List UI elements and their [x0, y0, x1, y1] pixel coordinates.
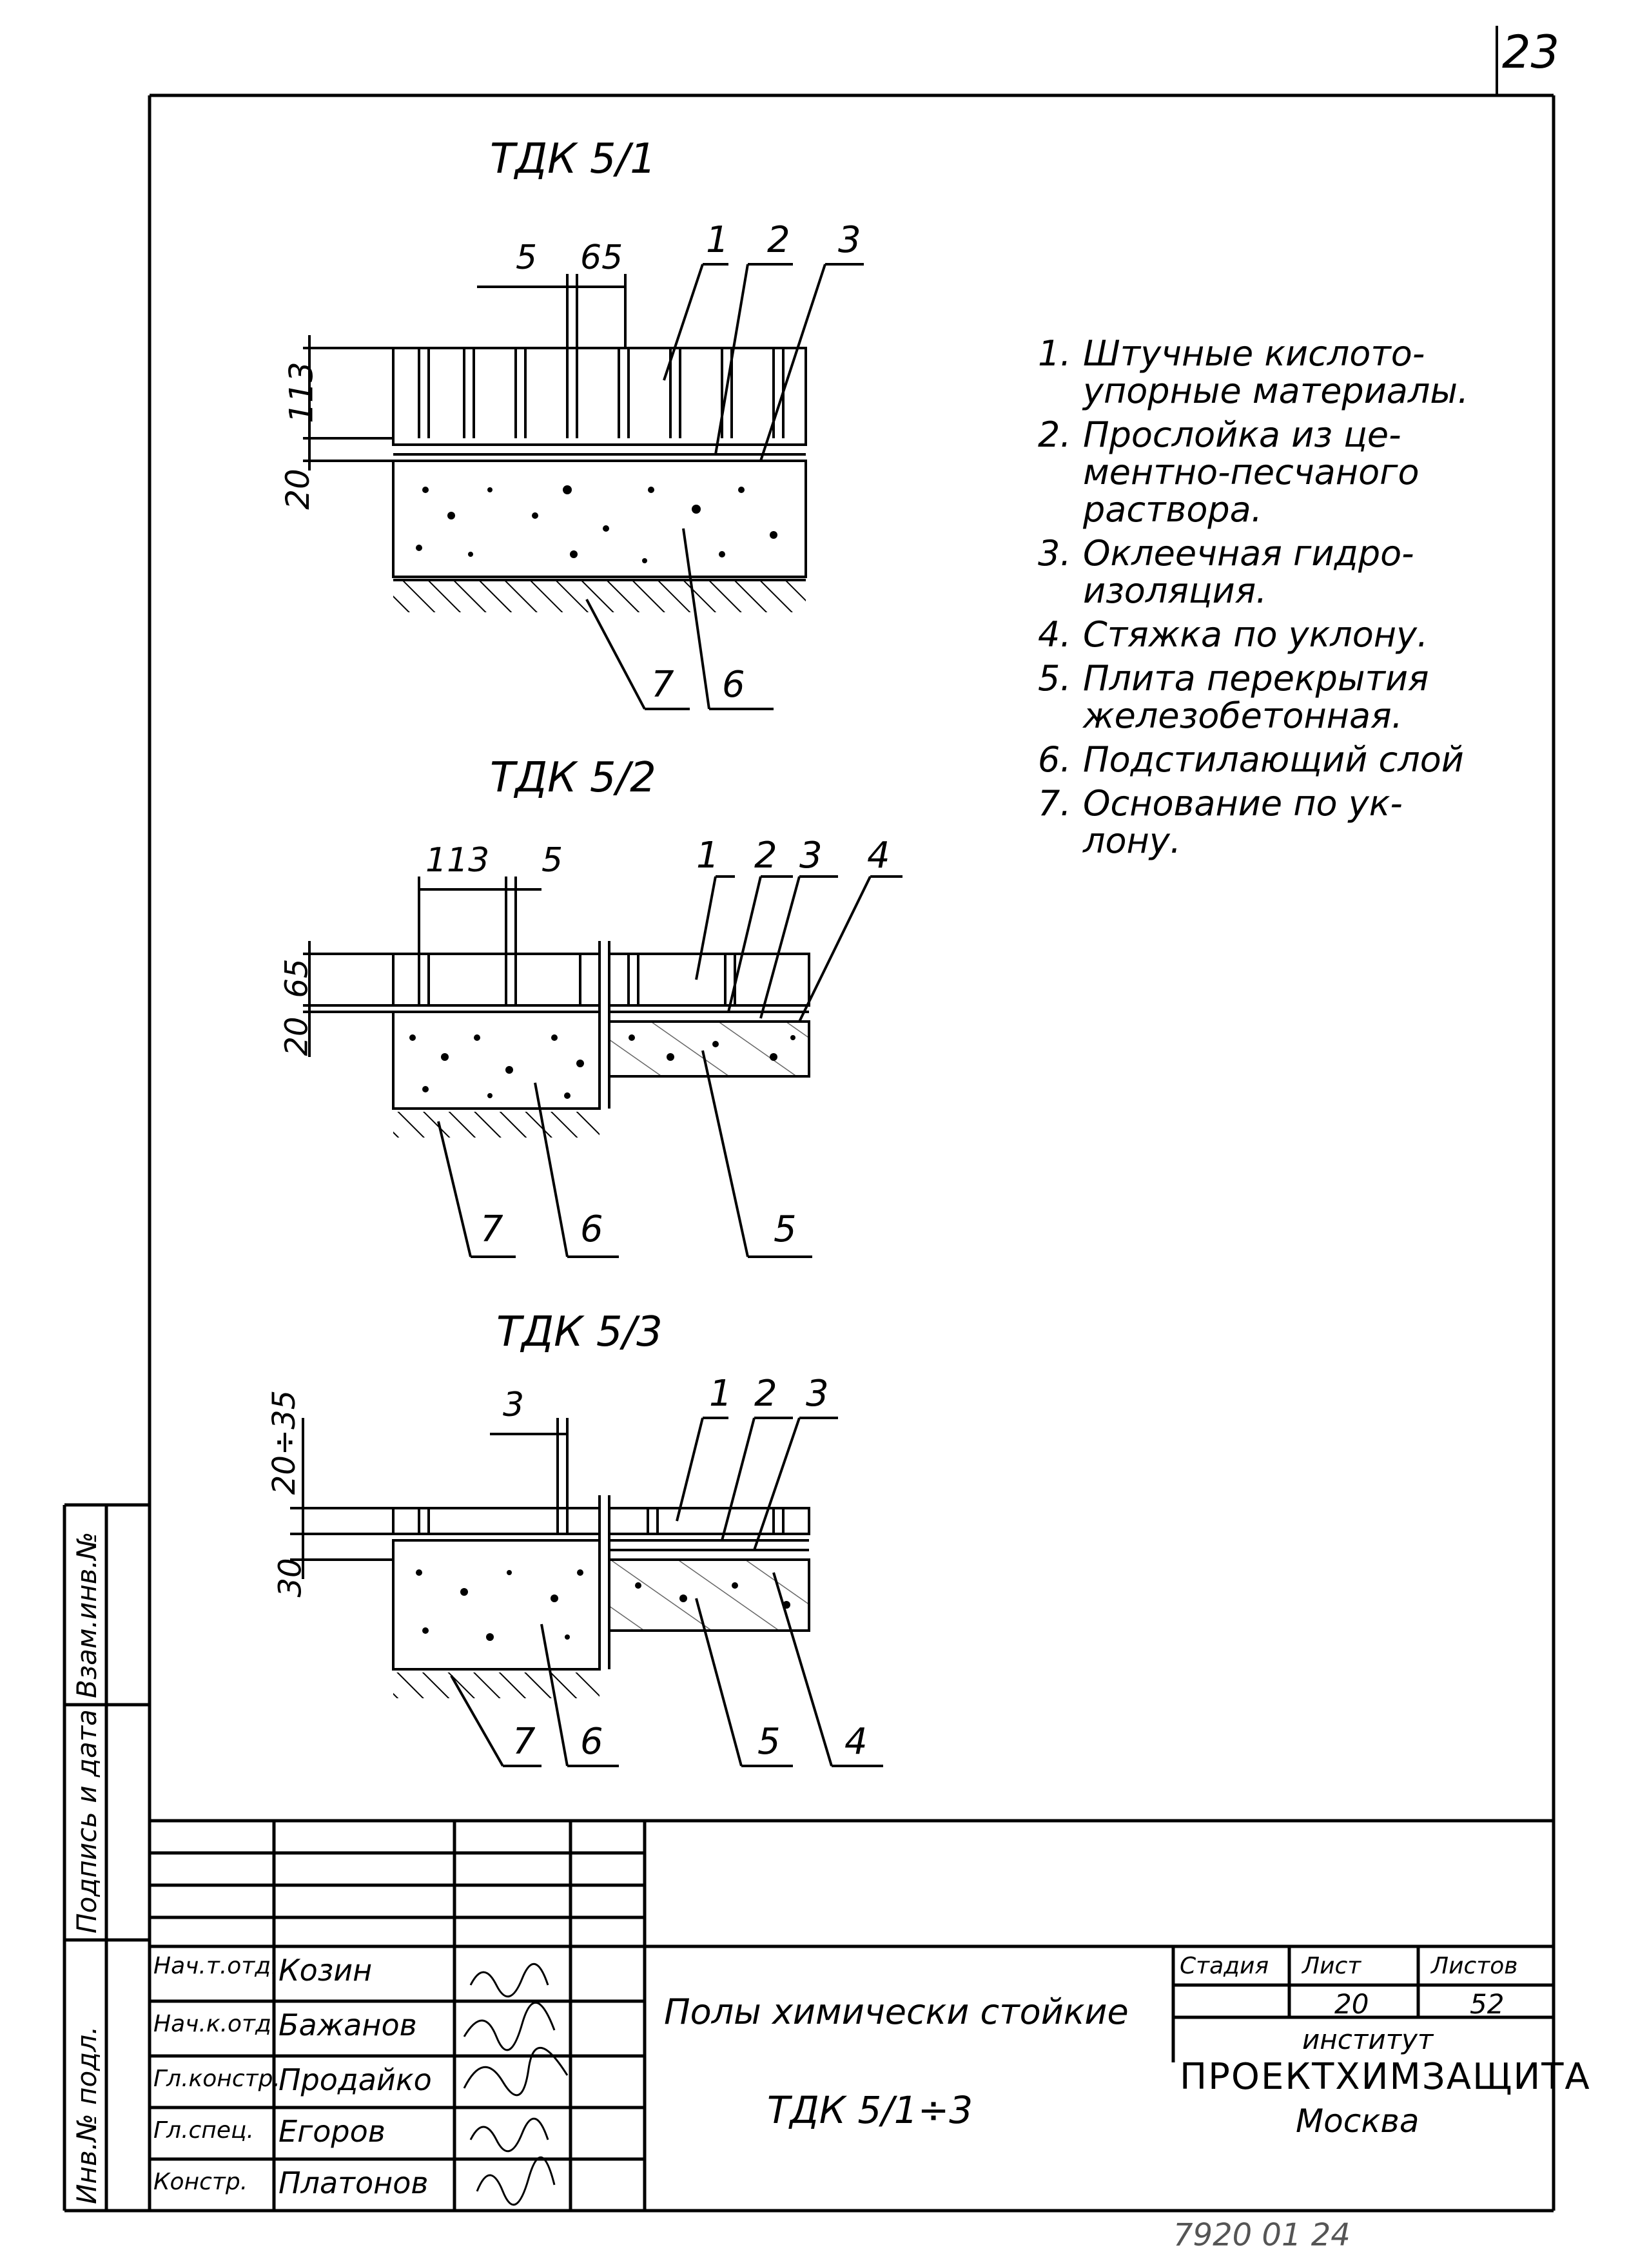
- section-3-callout-3: 3: [806, 1373, 829, 1415]
- section-3-callout-4: 4: [844, 1721, 868, 1763]
- tb-sheet-label: Лист: [1302, 1953, 1361, 1979]
- section-1-callout-7: 7: [651, 664, 674, 706]
- legend-item-4: 4.Стяжка по уклону.: [1038, 614, 1429, 655]
- stamp-replace-inv: Взам.инв.№: [71, 1531, 102, 1698]
- section-2-aggregate: [409, 1034, 795, 1099]
- section-2-callout-1: 1: [696, 835, 719, 877]
- section-1-callout-2: 2: [767, 219, 790, 261]
- section-3-callout-1: 1: [709, 1373, 732, 1415]
- section-3-aggregate: [416, 1569, 790, 1641]
- tb-role-5: Констр.: [153, 2169, 248, 2195]
- legend-item-7: 7.Основание по ук- лону.: [1038, 783, 1403, 861]
- section-1-dim-top-1: 5: [516, 238, 538, 277]
- legend-item-3: 3.Оклеечная гидро- изоляция.: [1038, 533, 1414, 611]
- tb-name-4: Егоров: [278, 2114, 385, 2149]
- section-1-dim-left-2: 20: [278, 469, 317, 510]
- tb-title: Полы химически стойкие: [664, 1992, 1129, 2032]
- section-2-dim-left-1: 65: [278, 958, 315, 998]
- tb-role-2: Нач.к.отд.: [153, 2011, 279, 2037]
- section-1-aggregate: [416, 485, 777, 563]
- section-1-title: ТДК 5/1: [490, 135, 656, 183]
- tb-sheets: 52: [1470, 1988, 1505, 2020]
- section-3-callout-5: 5: [757, 1721, 781, 1763]
- legend-item-1: 1.Штучные кислото- упорные материалы.: [1038, 333, 1469, 411]
- stamp-signature-date: Подпись и дата: [71, 1709, 102, 1934]
- section-3-title: ТДК 5/3: [496, 1308, 663, 1356]
- section-2-title: ТДК 5/2: [490, 754, 656, 802]
- section-1-callout-6: 6: [722, 664, 745, 706]
- tb-name-2: Бажанов: [278, 2008, 417, 2042]
- tb-code: ТДК 5/1÷3: [767, 2088, 973, 2132]
- tb-org-line3: Москва: [1296, 2102, 1419, 2140]
- corner-mark: [1496, 26, 1498, 97]
- section-2-drawing: [303, 875, 902, 1258]
- section-2-dim-left-2: 20: [278, 1016, 315, 1056]
- tb-stage-label: Стадия: [1180, 1953, 1269, 1979]
- bottom-code: 7920 01 24: [1173, 2217, 1351, 2253]
- section-3-slab-hatch: [609, 1560, 809, 1631]
- tb-org-line2: ПРОЕКТХИМЗАЩИТА: [1180, 2056, 1591, 2098]
- section-3-callout-2: 2: [754, 1373, 777, 1415]
- section-2-callout-5: 5: [774, 1208, 797, 1250]
- tb-role-3: Гл.констр.: [153, 2066, 280, 2092]
- section-3-callout-6: 6: [580, 1721, 603, 1763]
- tb-name-5: Платонов: [278, 2166, 429, 2200]
- legend-item-5: 5.Плита перекрытия железобетонная.: [1038, 658, 1429, 736]
- tb-role-1: Нач.т.отд.: [153, 1953, 278, 1979]
- section-2-callout-4: 4: [867, 835, 890, 877]
- section-1-dim-top-2: 65: [580, 238, 623, 277]
- page-number: 23: [1502, 26, 1560, 79]
- sheet-frame: [63, 93, 1556, 2213]
- section-2-callout-7: 7: [480, 1208, 503, 1250]
- legend: 1.Штучные кислото- упорные материалы. 2.…: [1038, 335, 1528, 860]
- section-2-callout-6: 6: [580, 1208, 603, 1250]
- section-3-dim-top-1: 3: [503, 1386, 525, 1424]
- section-1-callout-3: 3: [838, 219, 861, 261]
- section-1-callout-1: 1: [706, 219, 729, 261]
- section-3-dim-left-1: 20÷35: [266, 1390, 303, 1495]
- section-2-callout-3: 3: [799, 835, 823, 877]
- section-2-dim-top-2: 5: [541, 841, 563, 880]
- title-block-grid: [150, 1819, 1554, 2211]
- tb-role-4: Гл.спец.: [153, 2117, 254, 2144]
- legend-item-2: 2.Прослойка из це- ментно-песчаного раст…: [1038, 414, 1419, 530]
- legend-item-6: 6.Подстилающий слой: [1038, 739, 1464, 780]
- section-1-drawing: [303, 263, 864, 710]
- tb-sheet: 20: [1334, 1988, 1369, 2020]
- tb-name-1: Козин: [278, 1953, 373, 1988]
- section-2-slab-hatch: [609, 1022, 809, 1076]
- stamp-inv-no: Инв.№ подл.: [71, 2026, 102, 2204]
- section-2-callout-2: 2: [754, 835, 777, 877]
- tb-org-line1: институт: [1302, 2024, 1434, 2055]
- section-1-dim-left-1: 113: [282, 362, 320, 423]
- section-2-dim-top-1: 113: [425, 841, 490, 880]
- signature-marks: [463, 1963, 569, 2206]
- section-3-dim-left-2: 30: [272, 1558, 309, 1598]
- tb-sheets-label: Листов: [1431, 1953, 1518, 1979]
- tb-name-3: Продайко: [278, 2062, 432, 2097]
- section-3-callout-7: 7: [512, 1721, 536, 1763]
